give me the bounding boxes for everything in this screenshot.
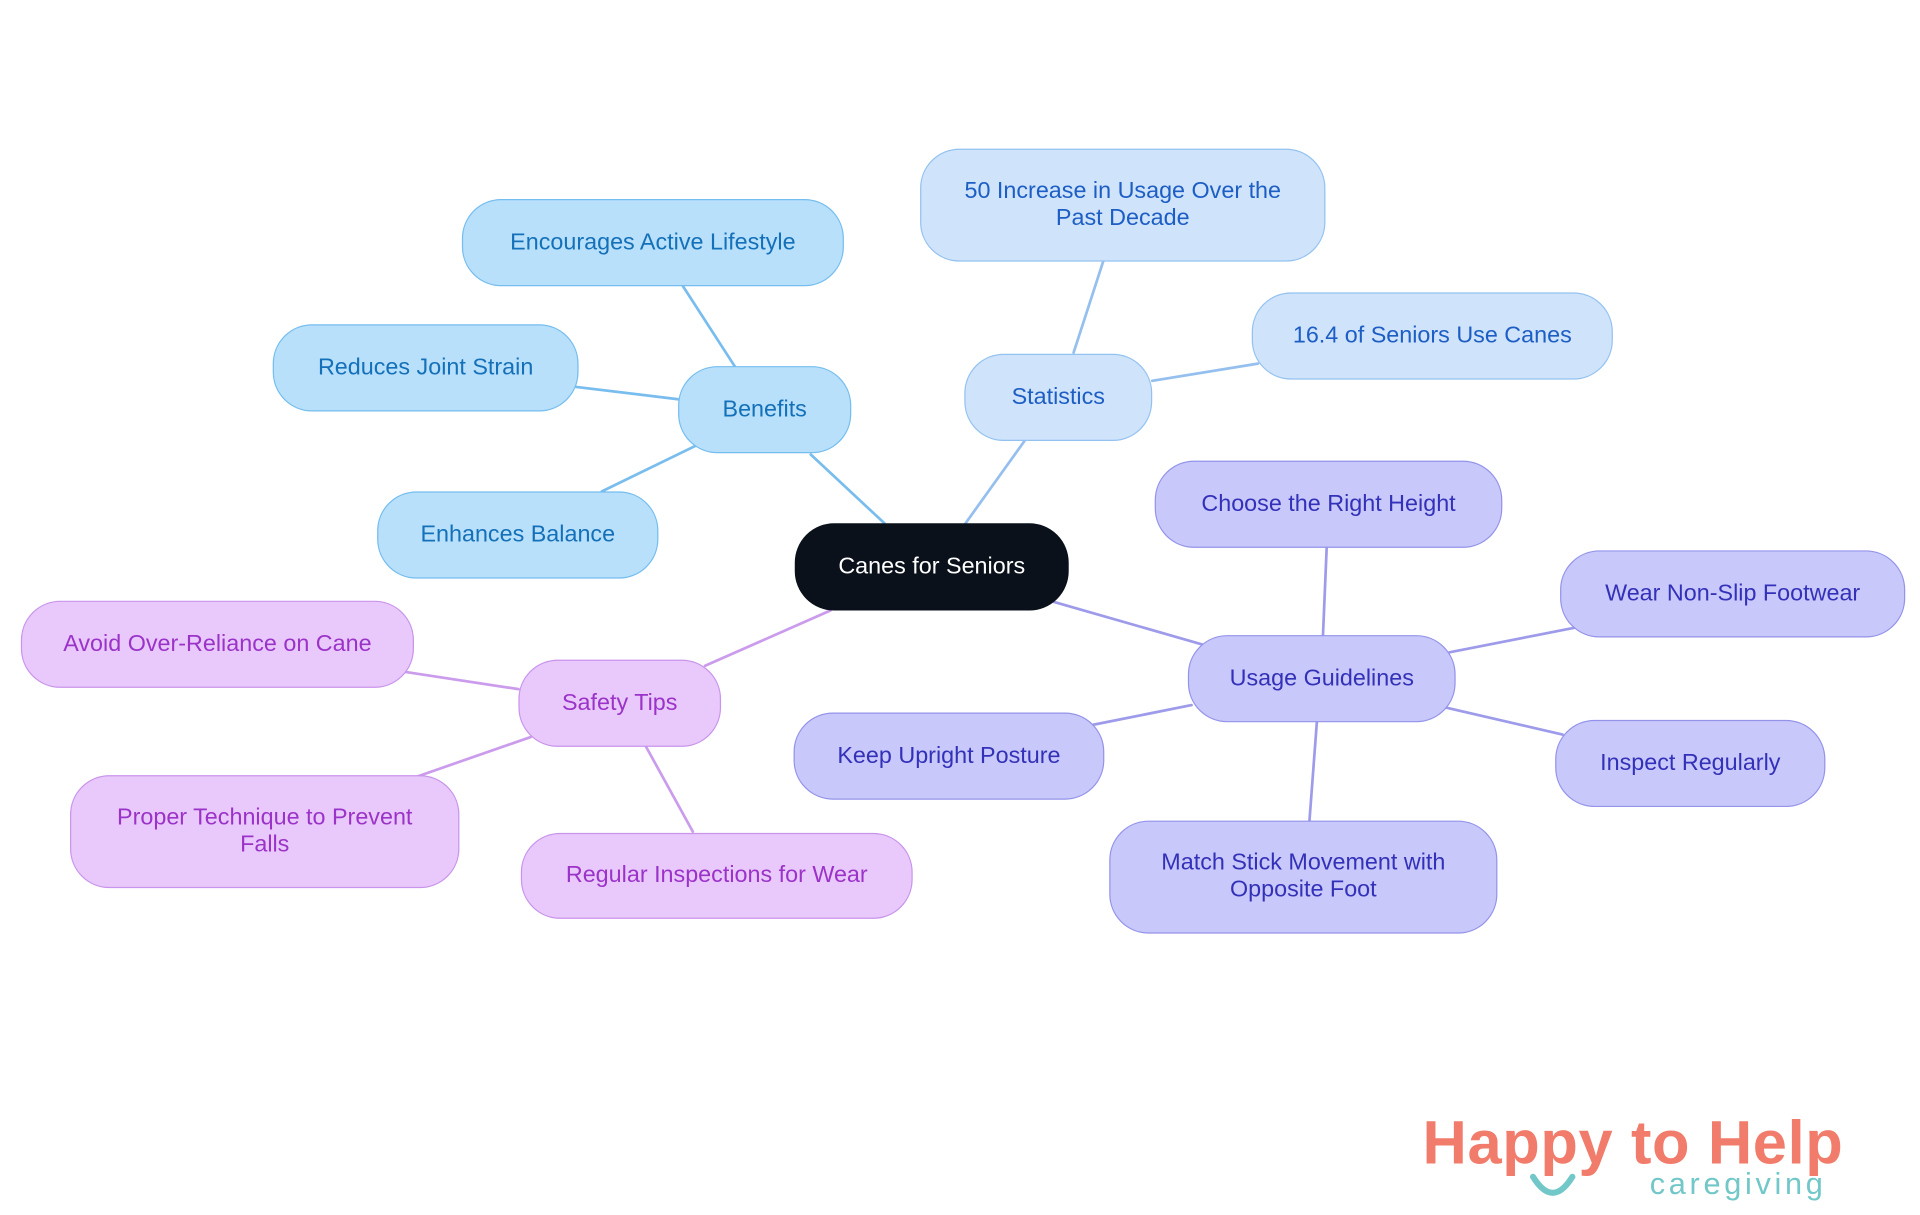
edge-safety-technique (416, 735, 533, 778)
edge-root-benefits (809, 453, 886, 525)
node-choose-right-height[interactable]: Choose the Right Height (1154, 460, 1503, 548)
node-enhances-balance[interactable]: Enhances Balance (377, 491, 659, 579)
node-seniors-use-canes[interactable]: 16.4 of Seniors Use Canes (1251, 292, 1613, 380)
node-usage-increase[interactable]: 50 Increase in Usage Over the Past Decad… (920, 148, 1326, 262)
edge-root-usage (1052, 600, 1206, 647)
edge-usage-match (1308, 720, 1319, 822)
node-avoid-over-reliance[interactable]: Avoid Over-Reliance on Cane (20, 600, 414, 688)
edge-statistics-increase (1072, 260, 1105, 354)
smile-icon (1529, 1173, 1576, 1196)
edge-root-statistics (964, 439, 1026, 525)
node-statistics[interactable]: Statistics (964, 353, 1153, 441)
edge-usage-posture (1091, 703, 1193, 727)
edge-safety-inspections (644, 745, 695, 833)
brand-logo: Happy to Help caregiving (1422, 1106, 1889, 1210)
edge-benefits-balance (600, 444, 697, 493)
edge-usage-height (1321, 546, 1329, 637)
node-regular-inspections[interactable]: Regular Inspections for Wear (520, 832, 913, 919)
edge-root-safety (703, 609, 832, 668)
node-encourages-active-lifestyle[interactable]: Encourages Active Lifestyle (461, 199, 844, 287)
node-inspect-regularly[interactable]: Inspect Regularly (1555, 719, 1826, 808)
edge-safety-overreliance (404, 670, 520, 691)
logo-subtitle: caregiving (1649, 1166, 1827, 1202)
node-benefits[interactable]: Benefits (678, 366, 852, 454)
node-usage-guidelines[interactable]: Usage Guidelines (1187, 635, 1456, 723)
edge-usage-footwear (1448, 626, 1577, 654)
edge-statistics-seniors (1150, 362, 1260, 383)
node-match-stick-movement[interactable]: Match Stick Movement with Opposite Foot (1109, 820, 1498, 934)
logo-title: Happy to Help (1422, 1108, 1844, 1177)
edge-benefits-active (681, 284, 736, 368)
node-wear-non-slip-footwear[interactable]: Wear Non-Slip Footwear (1560, 550, 1906, 638)
node-keep-upright-posture[interactable]: Keep Upright Posture (793, 712, 1105, 800)
node-reduces-joint-strain[interactable]: Reduces Joint Strain (272, 324, 579, 412)
node-proper-technique[interactable]: Proper Technique to Prevent Falls (70, 775, 460, 889)
edge-usage-inspect (1444, 706, 1564, 736)
node-safety-tips[interactable]: Safety Tips (518, 659, 722, 747)
edge-benefits-joint (574, 385, 680, 401)
root-node[interactable]: Canes for Seniors (794, 523, 1069, 611)
